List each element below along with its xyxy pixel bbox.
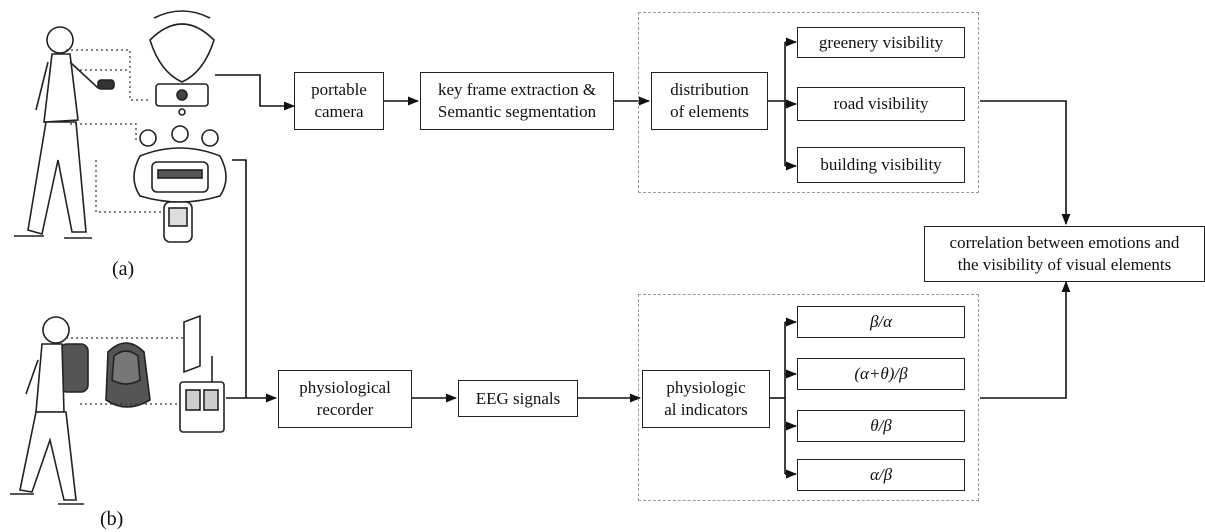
- physiological-indicators-box: physiologic al indicators: [642, 370, 770, 428]
- backpack-illustration: [105, 342, 151, 408]
- person-a-illustration: [14, 26, 115, 239]
- building-visibility-box: building visibility: [797, 147, 965, 183]
- ratio-beta-alpha-label: β/α: [869, 312, 893, 331]
- ratio-alpha-theta-beta-label: (α+θ)/β: [854, 364, 908, 383]
- recorder-illustration: [179, 356, 225, 433]
- figure-label-b: (b): [100, 508, 124, 530]
- indicators-group-box: [638, 294, 979, 501]
- road-visibility-box: road visibility: [797, 87, 965, 121]
- distribution-of-elements-label: distribution of elements: [670, 80, 749, 121]
- correlation-box: correlation between emotions and the vis…: [924, 226, 1205, 282]
- visibility-group-box: [638, 12, 979, 193]
- building-visibility-label: building visibility: [820, 155, 942, 174]
- physiological-recorder-box: physiological recorder: [278, 370, 412, 428]
- eeg-signals-label: EEG signals: [475, 388, 561, 408]
- figure-label-a: (a): [112, 258, 135, 280]
- ratio-alpha-theta-beta-box: (α+θ)/β: [797, 358, 965, 390]
- tablet-illustration: [183, 314, 201, 374]
- ratio-alpha-beta-box: α/β: [797, 459, 965, 491]
- person-a-leader-lines: [66, 49, 164, 213]
- road-visibility-label: road visibility: [833, 94, 929, 113]
- greenery-visibility-box: greenery visibility: [797, 27, 965, 58]
- person-b-leader-lines: [66, 337, 184, 405]
- eeg-headset-illustration: [133, 125, 227, 203]
- camera-mount-illustration: [149, 10, 215, 116]
- ratio-beta-alpha-box: β/α: [797, 306, 965, 338]
- physiological-indicators-label: physiologic al indicators: [664, 378, 748, 419]
- physiological-recorder-label: physiological recorder: [299, 378, 391, 419]
- ratio-theta-beta-box: θ/β: [797, 410, 965, 442]
- key-frame-extraction-box: key frame extraction & Semantic segmenta…: [420, 72, 614, 130]
- flow-connectors: [215, 37, 1071, 479]
- portable-camera-label: portable camera: [311, 80, 367, 121]
- eeg-signals-box: EEG signals: [458, 380, 578, 417]
- greenery-visibility-label: greenery visibility: [818, 32, 944, 52]
- person-b-illustration: [10, 316, 89, 505]
- gps-device-illustration: [163, 201, 193, 243]
- ratio-alpha-beta-label: α/β: [869, 465, 893, 484]
- ratio-theta-beta-label: θ/β: [870, 416, 892, 435]
- portable-camera-box: portable camera: [294, 72, 384, 130]
- correlation-label: correlation between emotions and the vis…: [949, 233, 1180, 274]
- distribution-of-elements-box: distribution of elements: [651, 72, 768, 130]
- key-frame-extraction-label: key frame extraction & Semantic segmenta…: [437, 80, 597, 121]
